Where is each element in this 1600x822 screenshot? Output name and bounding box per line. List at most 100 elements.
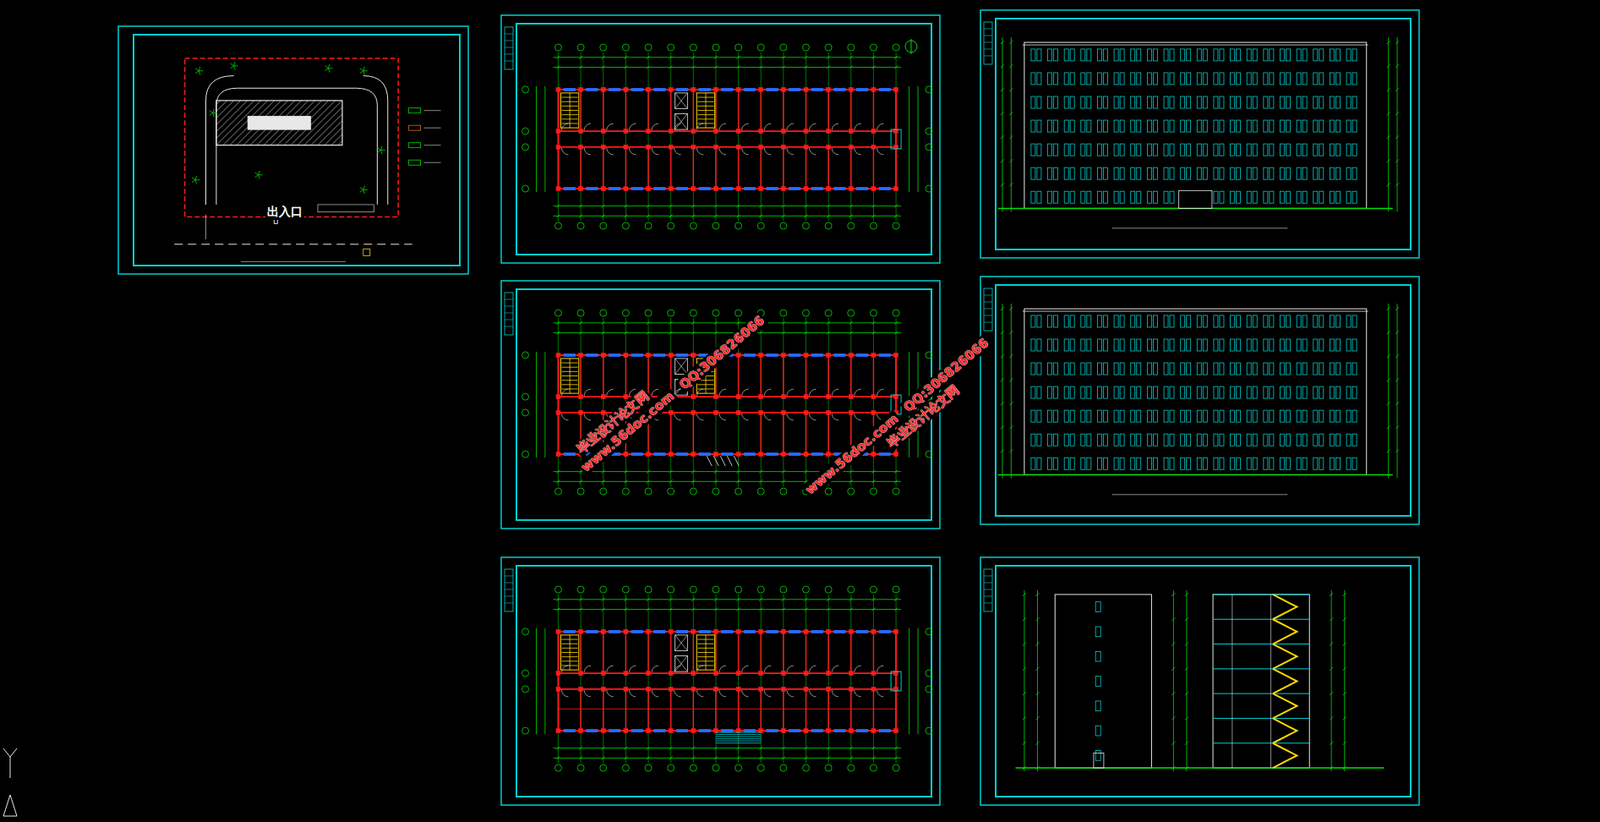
road-edge (206, 76, 235, 205)
column (780, 686, 786, 691)
window (856, 87, 868, 91)
partition-wall (760, 688, 762, 731)
window (1070, 96, 1075, 109)
legend-box (409, 159, 421, 165)
column (668, 129, 673, 134)
axis-line (828, 317, 830, 487)
tree-symbol (363, 185, 366, 191)
window (1048, 362, 1053, 375)
window (811, 87, 823, 91)
title-strip-line (504, 582, 514, 584)
column (578, 186, 584, 192)
window (1081, 315, 1086, 328)
window (1163, 457, 1169, 470)
window (1169, 409, 1175, 422)
column (578, 409, 584, 415)
partition-wall (579, 688, 581, 731)
stair (560, 92, 579, 128)
column (578, 87, 584, 92)
window (1296, 143, 1301, 156)
window (834, 353, 846, 356)
column (600, 628, 606, 634)
level-tick (1329, 592, 1333, 596)
column (691, 352, 696, 357)
tree-symbol (195, 70, 199, 74)
window (1031, 191, 1036, 203)
window (1202, 457, 1207, 470)
column (871, 628, 876, 634)
window (1313, 167, 1318, 180)
axis-bubble (824, 764, 832, 771)
window (1037, 191, 1042, 203)
axis-bubble (757, 222, 765, 230)
axis-line (625, 594, 627, 763)
window (1335, 49, 1340, 61)
partition-wall (693, 89, 694, 132)
window (1213, 386, 1218, 399)
column (623, 671, 628, 676)
column (736, 144, 741, 149)
column (600, 87, 606, 92)
sheet-frame (501, 280, 940, 529)
window (1180, 96, 1185, 109)
axis-bubble (824, 585, 832, 593)
window (1037, 457, 1042, 470)
window (654, 453, 666, 456)
axis-bubble (869, 43, 877, 51)
axis-bubble (757, 585, 765, 593)
window (1219, 338, 1224, 351)
sheet-inner-frame (995, 18, 1411, 250)
tree-symbol (234, 61, 236, 66)
window (586, 187, 598, 191)
door-swing (854, 388, 862, 396)
dimension-line (1397, 303, 1398, 478)
elevator-box (675, 92, 689, 110)
column (848, 628, 853, 634)
dimension-line (908, 627, 910, 734)
window (1113, 167, 1119, 180)
window (1146, 433, 1152, 446)
window (1103, 409, 1108, 422)
dimension-line (544, 351, 546, 458)
window (1302, 362, 1307, 375)
door-swing (831, 123, 839, 131)
window (1146, 96, 1152, 109)
column (600, 686, 606, 691)
road-edge (363, 76, 388, 205)
column (803, 686, 809, 691)
window (1296, 191, 1301, 203)
column (578, 144, 584, 149)
window (1230, 315, 1235, 328)
corridor-wall (557, 395, 896, 398)
window (1319, 120, 1324, 132)
legend-line (424, 144, 442, 146)
level-tick (1184, 617, 1189, 621)
window (1163, 72, 1169, 85)
window (721, 87, 733, 91)
window (1202, 386, 1207, 399)
axis-bubble (554, 764, 562, 771)
window (1346, 167, 1351, 180)
window (1180, 49, 1185, 61)
window (1313, 49, 1318, 61)
window (1335, 338, 1340, 351)
window (1196, 433, 1202, 446)
level-tick (1184, 666, 1189, 671)
window (1053, 72, 1059, 85)
window (1048, 96, 1053, 109)
window (676, 87, 688, 91)
window (1296, 72, 1301, 85)
dimension-line (1010, 303, 1012, 478)
window (1236, 362, 1241, 375)
window (1163, 143, 1169, 156)
window (1246, 191, 1251, 203)
window (1329, 362, 1334, 375)
window (1230, 191, 1235, 203)
partition-wall (873, 89, 874, 132)
partition-wall (670, 147, 672, 189)
window (1213, 409, 1218, 422)
window (676, 453, 688, 456)
window (856, 353, 868, 356)
door-swing (719, 388, 727, 396)
window (1070, 143, 1075, 156)
